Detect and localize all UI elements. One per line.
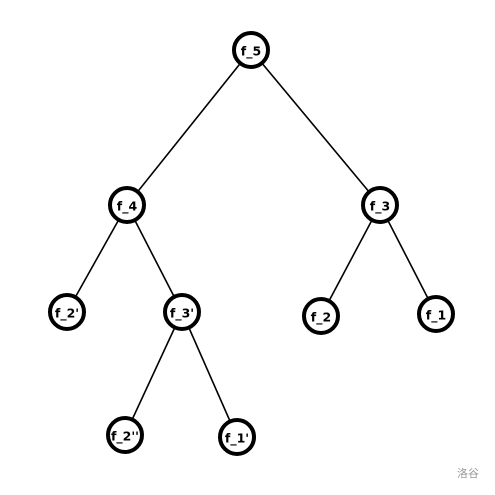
node-circle — [106, 416, 144, 454]
tree-node-f5: f_5 — [232, 31, 270, 69]
node-label: f_1' — [225, 431, 249, 447]
node-circle — [163, 293, 201, 331]
tree-node-f2pp: f_2'' — [106, 416, 144, 454]
node-label: f_2' — [55, 306, 79, 322]
node-circle — [218, 418, 256, 456]
node-label: f_1 — [426, 308, 446, 324]
node-label: f_2'' — [111, 429, 139, 445]
edge-f3p-f1p — [181, 311, 238, 438]
tree-node-f1p: f_1' — [218, 418, 256, 456]
node-label: f_4 — [117, 199, 138, 215]
edge-f4-f3p — [126, 204, 183, 313]
tree-node-f3: f_3 — [361, 186, 399, 224]
edge-f5-f3 — [250, 49, 381, 206]
tree-node-f3p: f_3' — [163, 293, 201, 331]
node-circle — [48, 293, 86, 331]
edge-f3p-f2pp — [124, 311, 183, 436]
node-circle — [302, 297, 340, 335]
node-circle — [232, 31, 270, 69]
node-label: f_2 — [311, 310, 331, 326]
node-label: f_3' — [170, 306, 194, 322]
edge-f3-f1 — [379, 204, 437, 315]
edges-layer — [66, 49, 437, 438]
node-circle — [361, 186, 399, 224]
node-circle — [417, 295, 455, 333]
node-circle — [108, 186, 146, 224]
edge-f5-f4 — [126, 49, 252, 206]
nodes-layer: f_5 f_4 f_3 f_2' f_3' f_2 f_1 f_2'' f_1' — [48, 31, 455, 456]
node-label: f_3 — [370, 199, 390, 215]
edge-f4-f2p — [66, 204, 128, 313]
edge-f3-f2 — [320, 204, 381, 317]
node-label: f_5 — [241, 44, 261, 60]
tree-node-f1: f_1 — [417, 295, 455, 333]
tree-node-f2p: f_2' — [48, 293, 86, 331]
watermark-text: 洛谷 — [457, 467, 479, 480]
tree-node-f4: f_4 — [108, 186, 146, 224]
tree-node-f2: f_2 — [302, 297, 340, 335]
